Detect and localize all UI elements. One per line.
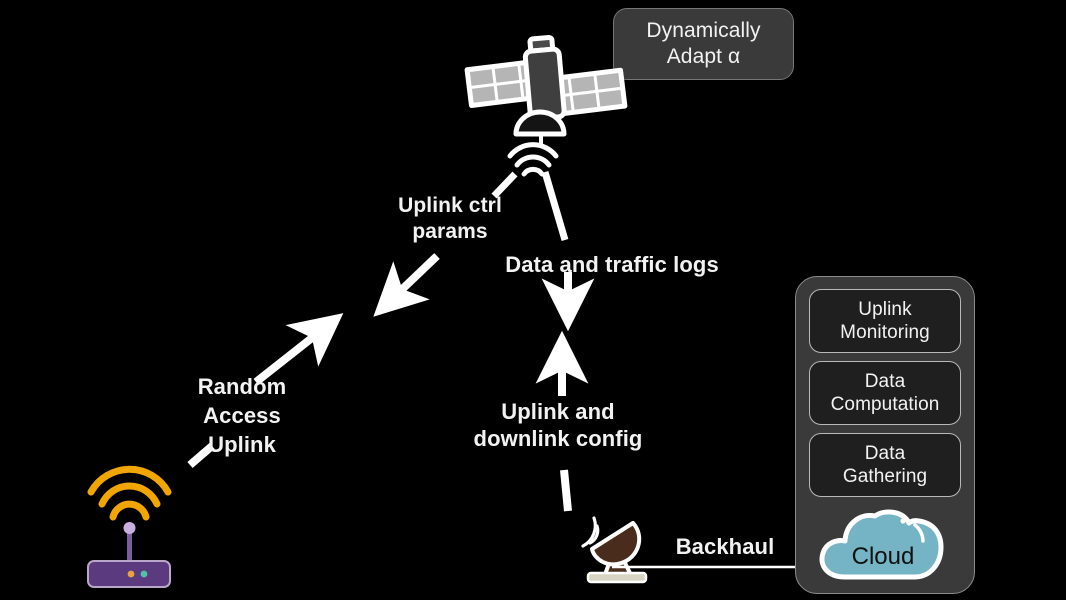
dynamically-adapt-alpha-chip[interactable]: Dynamically Adapt α [613, 8, 794, 80]
data-traffic-logs-label: Data and traffic logs [505, 252, 719, 277]
panel-card-label: Data Computation [830, 371, 940, 415]
uplink-downlink-config-arrow [530, 330, 610, 523]
cloud-icon[interactable]: Cloud [815, 503, 951, 583]
panel-card-label: Data Gathering [842, 443, 928, 487]
cloud-label: Cloud [851, 543, 915, 570]
dynamically-adapt-alpha-label: Dynamically Adapt α [646, 19, 761, 68]
satellite-dish-icon [560, 505, 670, 590]
wifi-waves-icon [87, 465, 172, 521]
panel-card-data-computation[interactable]: Data Computation [809, 361, 961, 425]
uplink-ctrl-params-label: Uplink ctrl params [398, 194, 502, 243]
wifi-router-icon [80, 465, 190, 588]
uplink-downlink-config-label: Uplink and downlink config [473, 399, 643, 451]
random-access-uplink-arrow [140, 313, 344, 480]
random-access-uplink-label: Random Access Uplink [197, 374, 287, 457]
uplink-ctrl-params-arrow [373, 168, 525, 317]
backhaul-label: Backhaul [675, 534, 775, 559]
data-traffic-logs-arrow [520, 168, 600, 332]
panel-card-label: Uplink Monitoring [840, 299, 930, 343]
panel-card-uplink-monitoring[interactable]: Uplink Monitoring [809, 289, 961, 353]
signal-waves-icon [500, 138, 566, 180]
satellite-icon [455, 34, 635, 150]
panel-card-data-gathering[interactable]: Data Gathering [809, 433, 961, 497]
